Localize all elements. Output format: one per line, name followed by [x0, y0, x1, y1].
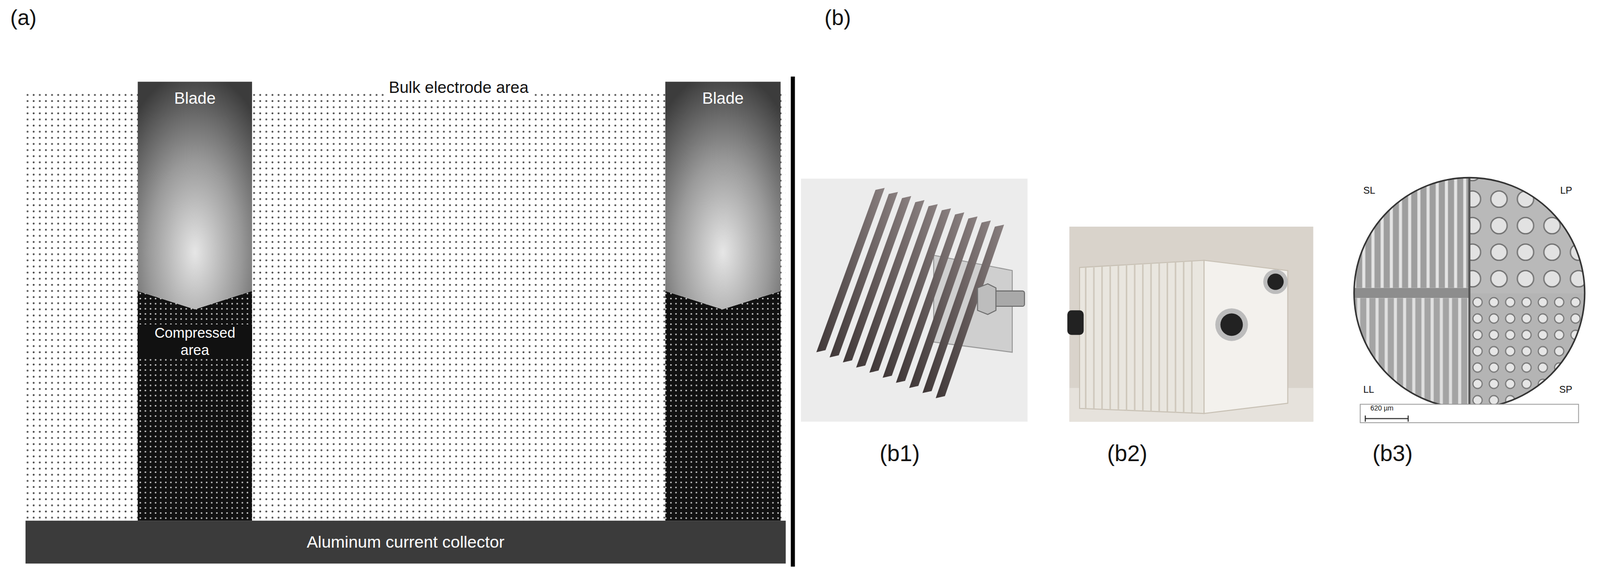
- panel-label: (a): [10, 5, 37, 30]
- node-text: Blade: [702, 88, 744, 109]
- compressed-region: [665, 290, 781, 521]
- node-text: Blade: [173, 88, 216, 109]
- node-text: Bulk electrode area: [384, 77, 533, 98]
- node-text: Aluminum current collector: [306, 531, 505, 552]
- region-label: SL: [1363, 184, 1375, 196]
- panel-label: (b2): [1107, 440, 1148, 466]
- blade: Blade: [665, 81, 781, 291]
- blade-shape: [137, 81, 253, 310]
- blade-comb-photo: [800, 178, 1028, 422]
- blade-shape: [665, 81, 781, 310]
- panel-label: (b): [824, 5, 852, 30]
- bulk-electrode-area: Bulk electrode area: [252, 77, 666, 521]
- compressed-area: Compressed area: [137, 324, 253, 437]
- region-label: LL: [1363, 383, 1374, 395]
- region-label: LP: [1560, 184, 1572, 196]
- holder-photo: [1067, 226, 1314, 422]
- region-label: SP: [1559, 383, 1573, 395]
- micrograph: [1351, 173, 1588, 424]
- panel-label: (b3): [1372, 440, 1413, 466]
- current-collector: Aluminum current collector: [25, 520, 786, 564]
- compressed-region: [137, 290, 253, 521]
- divider-line: [790, 76, 795, 567]
- panel-label: (b1): [879, 440, 920, 466]
- scale-label: 620 µm: [1370, 404, 1394, 412]
- node-text: Compressed area: [137, 324, 253, 359]
- current-collector-bar: [25, 520, 786, 564]
- blade: Blade: [137, 81, 253, 291]
